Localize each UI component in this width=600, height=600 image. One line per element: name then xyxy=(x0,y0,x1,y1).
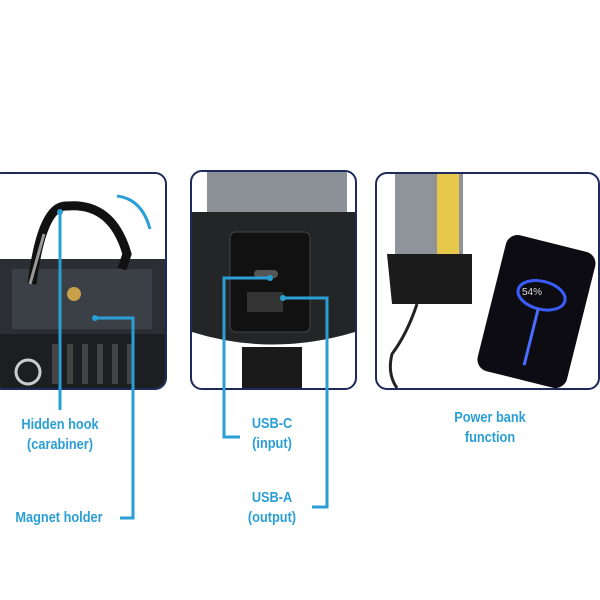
usbc-label-line2: (input) xyxy=(252,435,292,452)
power-bank-label: Power bank function xyxy=(439,408,541,448)
panel-hook-magnet xyxy=(0,172,167,390)
magnet-callout-line xyxy=(95,316,135,520)
usbc-label: USB-C (input) xyxy=(238,414,306,454)
magnet-label: Magnet holder xyxy=(15,509,103,526)
usba-callout-line xyxy=(283,296,329,509)
power-button-icon xyxy=(14,358,42,386)
hook-label-line2: (carabiner) xyxy=(27,436,93,453)
usbc-callout-line xyxy=(222,276,270,439)
usba-label-line2: (output) xyxy=(247,509,297,526)
panel-power-bank: 54% xyxy=(375,172,600,390)
hook-label: Hidden hook (carabiner) xyxy=(9,415,111,455)
usba-label: USB-A (output) xyxy=(238,488,306,528)
lamp-top-image xyxy=(0,194,165,388)
phone-charge-display: 54% xyxy=(522,287,543,298)
rotate-arrow-icon xyxy=(116,194,152,230)
power-label-line1: Power bank xyxy=(454,409,526,426)
usb-ports-image xyxy=(192,172,355,388)
hook-label-line1: Hidden hook xyxy=(21,416,99,433)
usbc-label-line1: USB-C xyxy=(251,415,293,432)
panel-usb-ports xyxy=(190,170,357,390)
power-label-line2: function xyxy=(464,429,516,446)
power-bank-image xyxy=(387,174,596,388)
usba-label-line1: USB-A xyxy=(251,489,293,506)
usb-a-port xyxy=(247,292,283,312)
magnet-icon xyxy=(67,287,81,301)
